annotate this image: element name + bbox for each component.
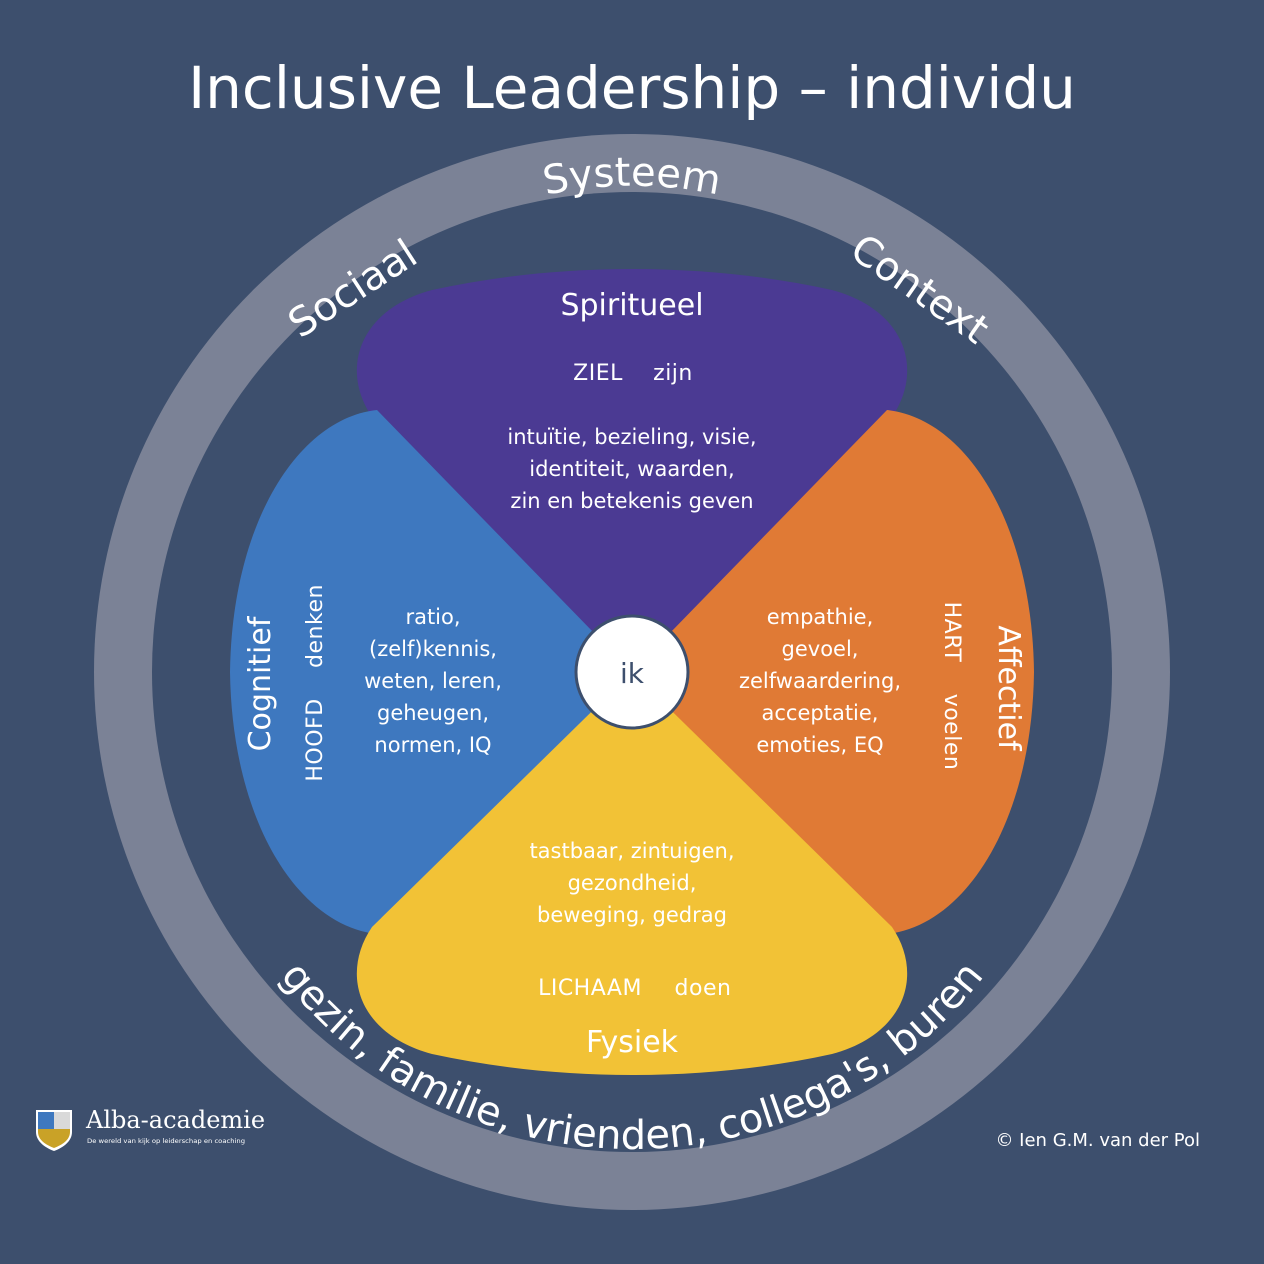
cognitief-line: (zelf)kennis, [369, 637, 497, 661]
center-label: ik [620, 657, 645, 690]
affectief-line: gevoel, [782, 637, 859, 661]
fysiek-verb: doen [675, 976, 732, 1001]
petal-fysiek [356, 672, 908, 1075]
petal-affectief [632, 410, 1034, 934]
logo-tagline: De wereld van kijk op leiderschap en coa… [87, 1138, 245, 1145]
copyright-credit: © Ien G.M. van der Pol [995, 1130, 1200, 1151]
spiritueel-verb: zijn [653, 361, 693, 386]
center-circle [574, 614, 690, 730]
affectief-verb: voelen [939, 694, 964, 771]
spiritueel-line: identiteit, waarden, [529, 457, 734, 481]
petal-cognitief [230, 410, 632, 934]
cognitief-verb: denken [303, 584, 328, 668]
affectief-key: HART [939, 602, 964, 663]
spiritueel-line: zin en betekenis geven [510, 489, 753, 513]
cognitief-line: weten, leren, [364, 669, 502, 693]
affectief-line: zelfwaardering, [739, 669, 901, 693]
affectief-line: empathie, [767, 605, 874, 629]
affectief-line: emoties, EQ [756, 733, 883, 757]
logo-name: Alba-academie [85, 1106, 265, 1134]
cognitief-key: HOOFD [303, 698, 328, 781]
alba-logo: Alba-academie De wereld van kijk op leid… [36, 1106, 265, 1151]
cognitief-line: normen, IQ [374, 733, 491, 757]
fysiek-line: tastbaar, zintuigen, [529, 839, 734, 863]
ring-label-systeem: Systeem [539, 150, 724, 205]
spiritueel-heading: Spiritueel [560, 288, 703, 323]
fysiek-heading: Fysiek [586, 1025, 679, 1060]
spiritueel-key: ZIEL [573, 361, 623, 386]
fysiek-key: LICHAAM [538, 976, 642, 1001]
petal-spiritueel [356, 269, 908, 672]
page-title: Inclusive Leadership – individu [188, 54, 1076, 122]
spiritueel-line: intuïtie, bezieling, visie, [507, 425, 756, 449]
fysiek-line: beweging, gedrag [537, 903, 727, 927]
cognitief-line: ratio, [405, 605, 460, 629]
affectief-line: acceptatie, [762, 701, 879, 725]
fysiek-line: gezondheid, [568, 871, 697, 895]
cognitief-line: geheugen, [377, 701, 489, 725]
shield-icon [36, 1110, 72, 1151]
cognitief-heading: Cognitief [243, 615, 278, 751]
affectief-heading: Affectief [991, 625, 1026, 752]
